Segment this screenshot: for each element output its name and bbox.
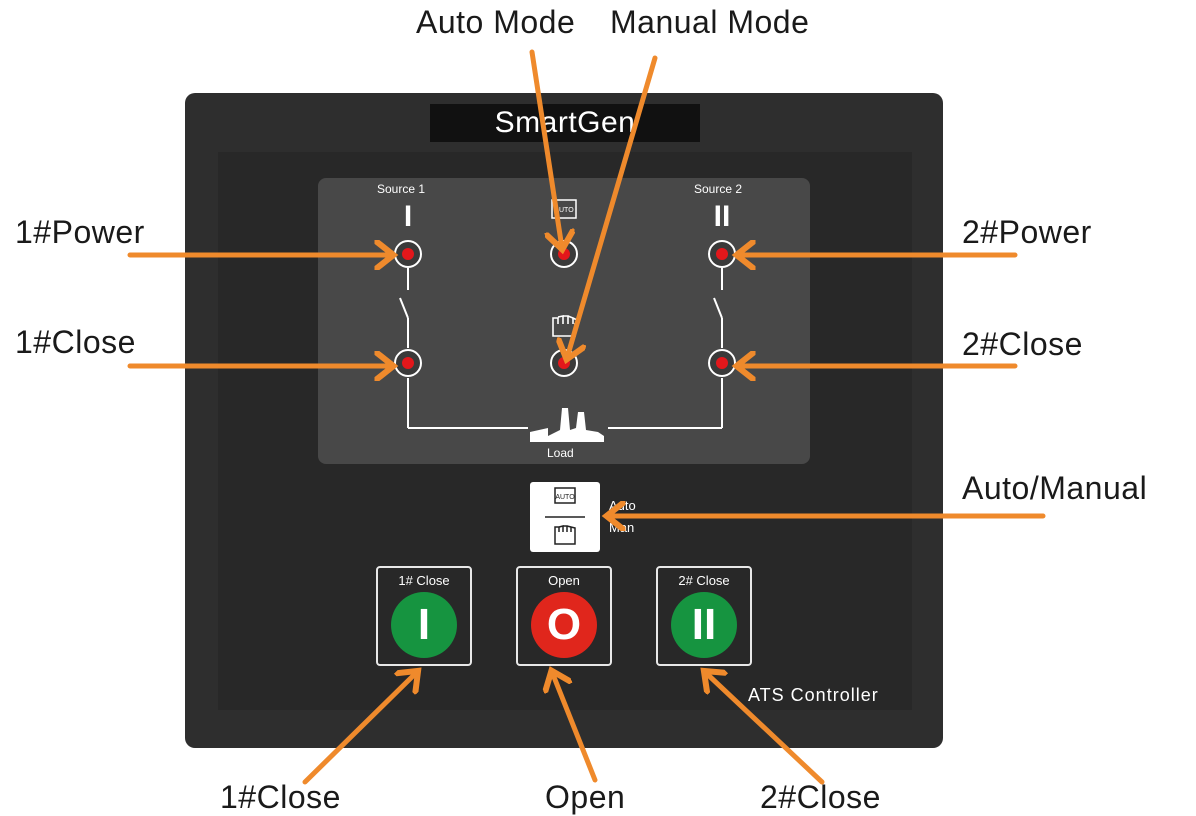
source2-label: Source 2	[694, 182, 743, 196]
key-auto-icon-text: AUTO	[555, 494, 575, 501]
source1-symbol: I	[404, 200, 412, 233]
close2-button-callout: 2#Close	[760, 779, 881, 815]
load-icon	[530, 408, 604, 442]
auto-mode-callout: Auto Mode	[416, 4, 576, 40]
source1-close-led	[394, 349, 422, 377]
close1-button-callout: 1#Close	[220, 779, 341, 815]
auto-mode-icon: AUTO	[551, 199, 577, 219]
auto-manual-callout: Auto/Manual	[962, 470, 1148, 506]
wiring-lines	[399, 268, 723, 429]
open-button-arrow	[552, 672, 598, 783]
load-label: Load	[547, 446, 574, 460]
source2-symbol: II	[714, 200, 731, 233]
close2-led-callout: 2#Close	[962, 326, 1083, 362]
close1-button-frame: 1# Close I	[376, 566, 472, 666]
auto-manual-key-icon: AUTO	[545, 487, 585, 545]
source1-power-led	[394, 240, 422, 268]
close2-button-arrow	[705, 672, 825, 785]
auto-manual-key[interactable]: AUTO	[530, 482, 600, 552]
open-button-caption: Open	[548, 573, 580, 588]
close1-button-caption: 1# Close	[398, 573, 450, 588]
auto-mode-arrow	[529, 49, 562, 248]
device-label: ATS Controller	[748, 685, 879, 705]
manual-mode-callout: Manual Mode	[610, 4, 810, 40]
open-button-callout: Open	[545, 779, 626, 815]
close2-button-frame: 2# Close II	[656, 566, 752, 666]
brand-logo: SmartGen	[430, 104, 700, 142]
display-auto-icon-text: AUTO	[554, 207, 574, 214]
manual-mode-arrow	[567, 55, 658, 358]
close2-button[interactable]: II	[671, 592, 737, 658]
source2-close-led	[708, 349, 736, 377]
source2-power-led	[708, 240, 736, 268]
close2-button-caption: 2# Close	[678, 573, 730, 588]
close1-button[interactable]: I	[391, 592, 457, 658]
close1-led-callout: 1#Close	[15, 324, 136, 360]
power1-callout: 1#Power	[15, 214, 145, 250]
close1-button-arrow	[302, 672, 417, 785]
manual-mode-led	[550, 349, 578, 377]
open-button-frame: Open O	[516, 566, 612, 666]
open-button[interactable]: O	[531, 592, 597, 658]
manual-mode-icon	[552, 315, 578, 337]
source1-label: Source 1	[377, 182, 426, 196]
power2-callout: 2#Power	[962, 214, 1092, 250]
